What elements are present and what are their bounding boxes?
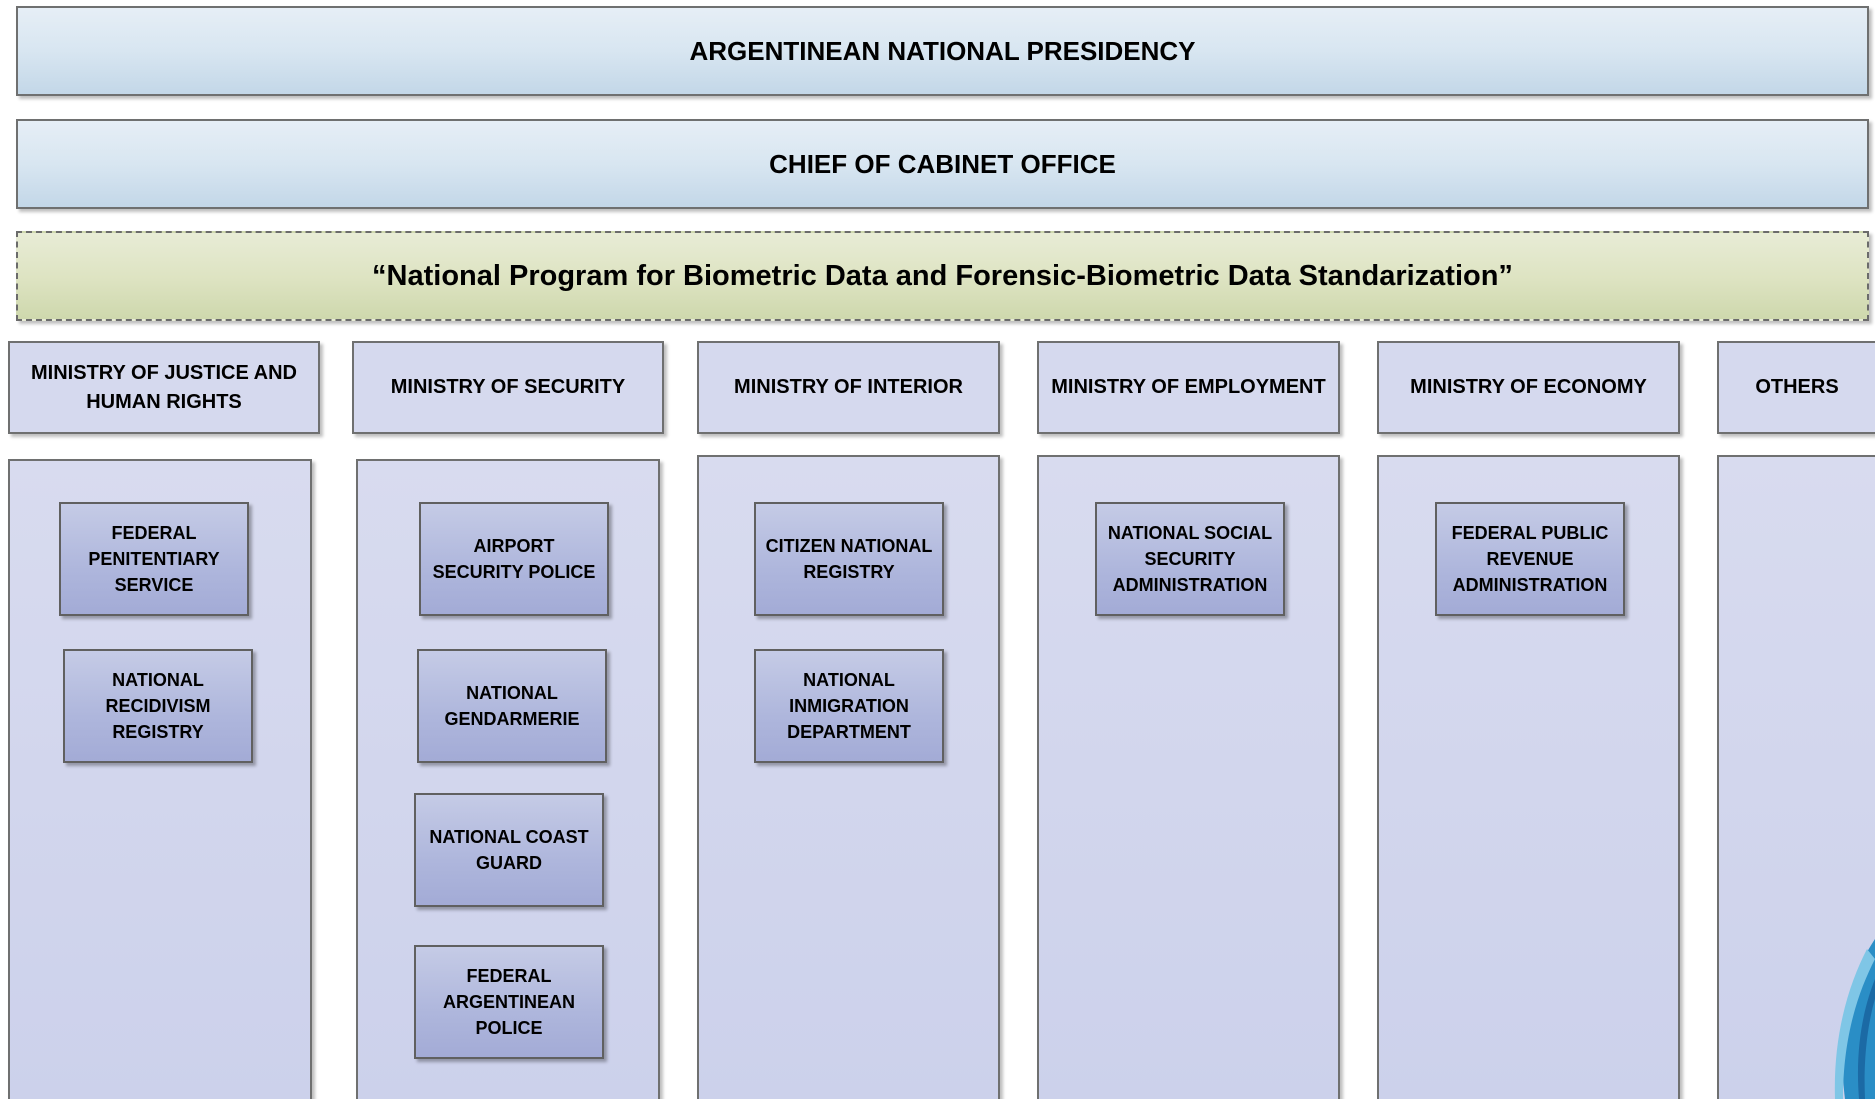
ministry-header-others: OTHERS: [1717, 341, 1875, 434]
ministry-column-others: [1717, 455, 1875, 1099]
ministry-header-economy: MINISTRY OF ECONOMY: [1377, 341, 1680, 434]
ministry-column-security: AIRPORT SECURITY POLICE NATIONAL GENDARM…: [356, 459, 660, 1099]
agency-label: NATIONAL SOCIAL SECURITY ADMINISTRATION: [1107, 523, 1273, 595]
agency-box: FEDERAL PUBLIC REVENUE ADMINISTRATION: [1435, 502, 1625, 616]
ministry-name: MINISTRY OF ECONOMY: [1410, 376, 1647, 398]
ministry-column-economy: FEDERAL PUBLIC REVENUE ADMINISTRATION: [1377, 455, 1680, 1099]
agency-box: NATIONAL RECIDIVISM REGISTRY: [63, 649, 253, 763]
agency-label: NATIONAL INMIGRATION DEPARTMENT: [787, 670, 911, 742]
ministry-column-justice: FEDERAL PENITENTIARY SERVICE NATIONAL RE…: [8, 459, 312, 1099]
ministry-column-interior: CITIZEN NATIONAL REGISTRY NATIONAL INMIG…: [697, 455, 1000, 1099]
agency-label: FEDERAL PUBLIC REVENUE ADMINISTRATION: [1451, 523, 1609, 595]
presidency-box: ARGENTINEAN NATIONAL PRESIDENCY: [16, 6, 1869, 96]
ministry-name: MINISTRY OF INTERIOR: [734, 376, 963, 398]
ministry-header-justice: MINISTRY OF JUSTICE AND HUMAN RIGHTS: [8, 341, 320, 434]
ministry-name: MINISTRY OF JUSTICE AND HUMAN RIGHTS: [31, 361, 297, 413]
agency-label: FEDERAL ARGENTINEAN POLICE: [442, 966, 575, 1038]
presidency-label: ARGENTINEAN NATIONAL PRESIDENCY: [689, 35, 1196, 66]
ministry-header-interior: MINISTRY OF INTERIOR: [697, 341, 1000, 434]
chief-of-cabinet-label: CHIEF OF CABINET OFFICE: [769, 148, 1116, 179]
agency-box: CITIZEN NATIONAL REGISTRY: [754, 502, 944, 616]
agency-box: AIRPORT SECURITY POLICE: [419, 502, 609, 616]
agency-box: NATIONAL GENDARMERIE: [417, 649, 607, 763]
agency-label: CITIZEN NATIONAL REGISTRY: [765, 536, 933, 582]
national-program-label: “National Program for Biometric Data and…: [372, 259, 1513, 292]
agency-box: NATIONAL SOCIAL SECURITY ADMINISTRATION: [1095, 502, 1285, 616]
ministry-name: OTHERS: [1755, 376, 1839, 398]
national-program-box: “National Program for Biometric Data and…: [16, 231, 1869, 321]
logo-fragment-icon: [1805, 939, 1875, 1099]
agency-box: NATIONAL COAST GUARD: [414, 793, 604, 907]
agency-label: NATIONAL RECIDIVISM REGISTRY: [105, 670, 211, 742]
agency-label: FEDERAL PENITENTIARY SERVICE: [88, 523, 220, 595]
ministry-name: MINISTRY OF SECURITY: [390, 376, 626, 398]
agency-box: FEDERAL PENITENTIARY SERVICE: [59, 502, 249, 616]
ministry-name: MINISTRY OF EMPLOYMENT: [1051, 376, 1326, 398]
agency-label: AIRPORT SECURITY POLICE: [432, 536, 596, 582]
agency-box: FEDERAL ARGENTINEAN POLICE: [414, 945, 604, 1059]
agency-box: NATIONAL INMIGRATION DEPARTMENT: [754, 649, 944, 763]
ministry-header-employment: MINISTRY OF EMPLOYMENT: [1037, 341, 1340, 434]
agency-label: NATIONAL COAST GUARD: [429, 827, 589, 873]
ministry-column-employment: NATIONAL SOCIAL SECURITY ADMINISTRATION: [1037, 455, 1340, 1099]
chief-of-cabinet-box: CHIEF OF CABINET OFFICE: [16, 119, 1869, 209]
ministry-header-security: MINISTRY OF SECURITY: [352, 341, 664, 434]
agency-label: NATIONAL GENDARMERIE: [444, 683, 580, 729]
